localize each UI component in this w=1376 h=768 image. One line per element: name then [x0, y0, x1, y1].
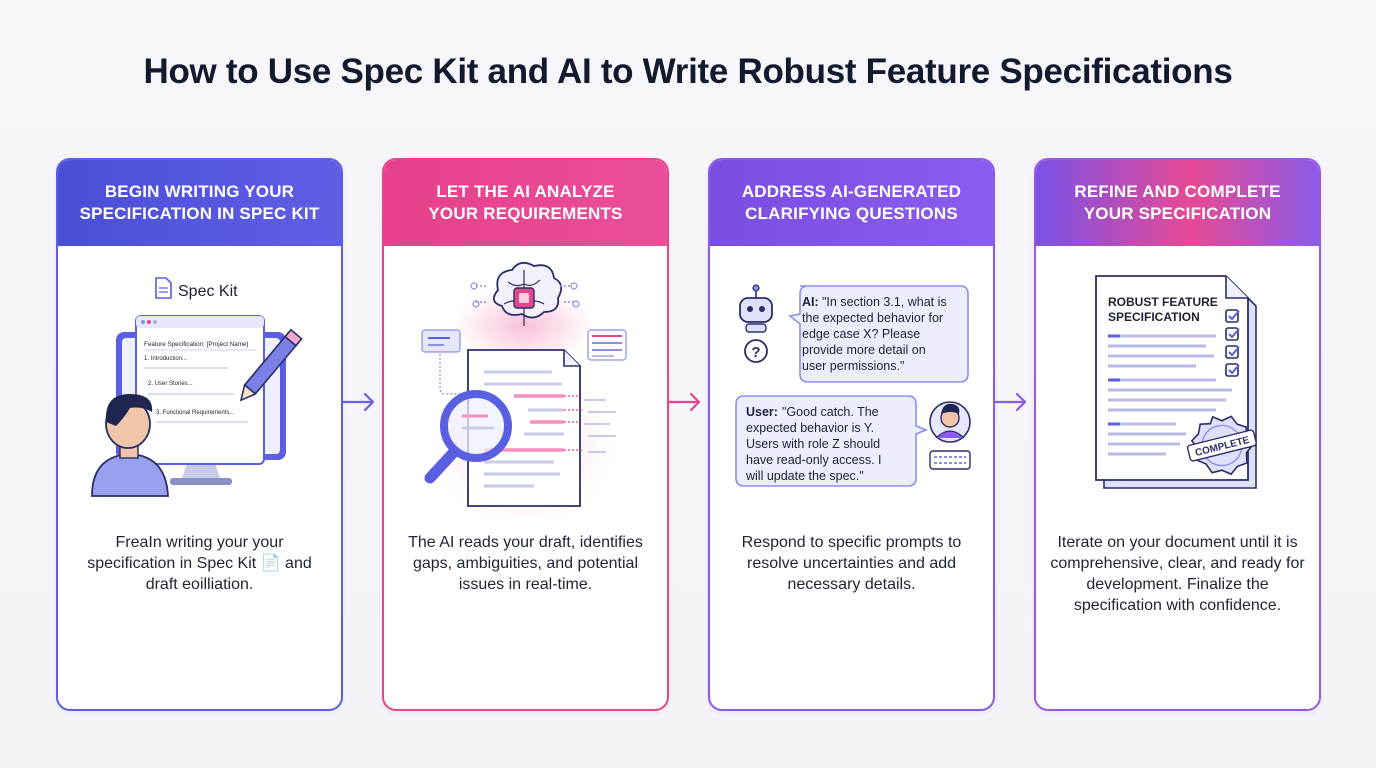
- robot-icon: [739, 284, 773, 333]
- step-1-title-line2: SPECIFICATION IN SPEC KIT: [79, 204, 320, 223]
- spec-kit-label: Spec Kit: [178, 283, 238, 300]
- checklist-icon: [1225, 309, 1240, 377]
- ai-chat-bubble: AI: "In section 3.1, what is the expecte…: [788, 285, 969, 383]
- step-3-title-line2: CLARIFYING QUESTIONS: [745, 204, 958, 223]
- magnifier-icon: [424, 390, 512, 484]
- chevron-right-arrow-icon: [667, 392, 701, 412]
- question-icon: ?: [744, 339, 768, 363]
- step-3-description: Respond to specific prompts to resolve u…: [741, 534, 962, 593]
- chevron-right-arrow-icon: [993, 392, 1027, 412]
- user-line-2: expected behavior is Y.: [746, 421, 874, 435]
- step-card-1: BEGIN WRITING YOUR SPECIFICATION IN SPEC…: [56, 158, 343, 711]
- step-4-illustration: ROBUST FEATURE SPECIFICATION COMPLETE: [1095, 275, 1257, 489]
- step-1-header: BEGIN WRITING YOUR SPECIFICATION IN SPEC…: [58, 160, 341, 246]
- ai-label: AI:: [802, 295, 819, 309]
- ai-line-1: "In section 3.1, what is: [822, 295, 947, 309]
- final-doc-title-line1: ROBUST FEATURE: [1108, 295, 1218, 309]
- document-icon: [155, 277, 172, 299]
- user-line-5: will update the spec.": [745, 469, 864, 483]
- step-card-3: ADDRESS AI-GENERATED CLARIFYING QUESTION…: [708, 158, 995, 711]
- step-4-title-line2: YOUR SPECIFICATION: [1083, 204, 1272, 223]
- monitor-icon: [116, 315, 286, 485]
- step-3-illustration: ? AI: "In section 3.1, what is the expec…: [735, 284, 971, 487]
- svg-text:User: "Good catch. The: User: "Good catch. The expected behavior…: [745, 405, 885, 483]
- ai-brain-icon: [492, 261, 563, 326]
- doc-item-3: 3. Functional Requirements...: [156, 410, 235, 416]
- ai-line-5: user permissions.": [802, 359, 904, 373]
- user-avatar-icon: [91, 394, 169, 497]
- step-4-title-line1: REFINE AND COMPLETE: [1074, 182, 1281, 201]
- doc-item-2: 2. User Stories...: [148, 381, 193, 387]
- user-line-1: "Good catch. The: [782, 405, 879, 419]
- step-2-title-line1: LET THE AI ANALYZE: [436, 182, 615, 201]
- step-card-4: REFINE AND COMPLETE YOUR SPECIFICATION R…: [1034, 158, 1321, 711]
- step-1-description: FreaIn writing your your specification i…: [87, 534, 312, 593]
- ai-line-3: edge case X? Please: [802, 327, 920, 341]
- chevron-right-arrow-icon: [341, 392, 375, 412]
- step-2-header: LET THE AI ANALYZE YOUR REQUIREMENTS: [384, 160, 667, 246]
- question-mark: ?: [751, 344, 760, 361]
- final-doc-title-line2: SPECIFICATION: [1108, 310, 1200, 324]
- user-line-3: Users with role Z should: [746, 437, 880, 451]
- ai-line-2: the expected behavior for: [802, 311, 943, 325]
- complete-seal-icon: COMPLETE: [1186, 415, 1257, 476]
- page-title: How to Use Spec Kit and AI to Write Robu…: [143, 52, 1233, 91]
- pencil-icon: [239, 328, 303, 402]
- step-3-header: ADDRESS AI-GENERATED CLARIFYING QUESTION…: [710, 160, 993, 246]
- step-3-title-line1: ADDRESS AI-GENERATED: [741, 182, 962, 201]
- step-2-title-line2: YOUR REQUIREMENTS: [428, 204, 623, 223]
- keyboard-icon: [929, 450, 971, 470]
- step-2-description: The AI reads your draft, identifies gaps…: [408, 534, 643, 593]
- ai-line-4: provide more detail on: [802, 343, 926, 357]
- analyzed-document: [467, 349, 581, 507]
- step-1-title-line1: BEGIN WRITING YOUR: [104, 182, 295, 201]
- doc-item-1: 1. Introduction...: [144, 356, 187, 362]
- step-card-2: LET THE AI ANALYZE YOUR REQUIREMENTS: [382, 158, 669, 711]
- user-avatar-icon: [929, 401, 971, 443]
- user-line-4: have read-only access. I: [746, 453, 882, 467]
- step-1-illustration: Spec Kit Feature Specification: [Project…: [91, 277, 303, 497]
- doc-heading: Feature Specification: [Project Name]: [144, 341, 249, 348]
- step-4-description: Iterate on your document until it is com…: [1050, 534, 1305, 614]
- svg-text:AI: "In section 3.1, w: AI: "In section 3.1, what is the expecte…: [802, 295, 950, 373]
- user-label: User:: [746, 405, 778, 419]
- step-4-header: REFINE AND COMPLETE YOUR SPECIFICATION: [1036, 160, 1319, 246]
- step-2-illustration: [421, 261, 627, 516]
- user-chat-bubble: User: "Good catch. The expected behavior…: [735, 395, 929, 487]
